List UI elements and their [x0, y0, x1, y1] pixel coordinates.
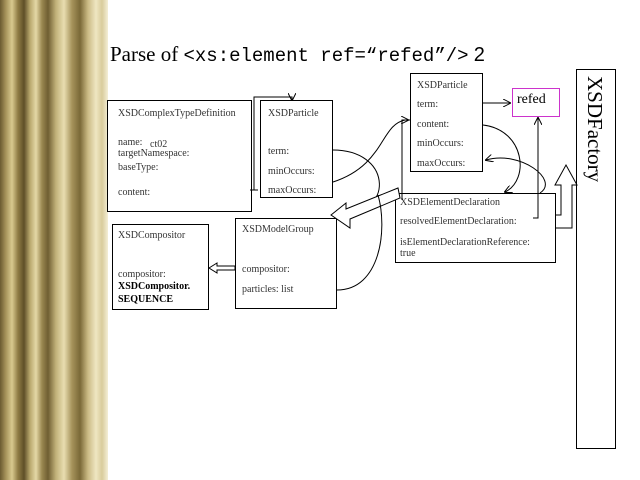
- title-number: 2: [473, 44, 485, 66]
- particle2-header: XSDParticle: [417, 80, 468, 91]
- arrow-particles-list: [336, 194, 383, 291]
- arrow-to-particle2-top: [402, 120, 408, 200]
- title-code: <xs:element ref=“refed”/>: [183, 45, 469, 67]
- element-declaration-is-reference-value: true: [400, 248, 416, 259]
- particle1-max-occurs: maxOccurs:: [268, 185, 317, 196]
- compositor-value-class: XSDCompositor.: [118, 281, 191, 292]
- refed-label-box: refed: [512, 88, 560, 117]
- compositor-box: XSDCompositor compositor: XSDCompositor.…: [112, 224, 209, 310]
- arrow-content-to-particle: [252, 97, 292, 191]
- complex-type-header: XSDComplexTypeDefinition: [118, 108, 236, 119]
- particle1-header: XSDParticle: [268, 108, 319, 119]
- complex-type-base-type: baseType:: [118, 162, 159, 173]
- xsd-factory-panel: XSDFactory: [576, 69, 616, 449]
- particle2-min-occurs: minOccurs:: [417, 138, 464, 149]
- slide-title: Parse of <xs:element ref=“refed”/> 2: [110, 42, 485, 67]
- hollow-arrow-from-factory: [554, 163, 578, 229]
- arrow-element-declaration-to-particle2: [486, 158, 546, 194]
- element-declaration-box: XSDElementDeclaration resolvedElementDec…: [395, 193, 556, 263]
- model-group-particles: particles: list: [242, 284, 294, 295]
- compositor-header: XSDCompositor: [118, 230, 186, 241]
- complex-type-name-value: ct02: [150, 139, 168, 150]
- element-declaration-header: XSDElementDeclaration: [400, 197, 500, 208]
- particle2-term: term:: [417, 99, 439, 110]
- particle1-min-occurs: minOccurs:: [268, 166, 315, 177]
- title-prefix: Parse of: [110, 42, 184, 66]
- compositor-label: compositor:: [118, 269, 166, 280]
- arrow-content-to-element-declaration: [482, 124, 521, 192]
- compositor-value-sequence: SEQUENCE: [118, 294, 174, 305]
- element-declaration-resolved: resolvedElementDeclaration:: [400, 216, 517, 227]
- particle2-content: content:: [417, 119, 450, 130]
- hollow-arrow-compositor: [208, 262, 236, 274]
- model-group-box: XSDModelGroup compositor: particles: lis…: [235, 218, 337, 309]
- decorative-side-panel: [0, 0, 108, 480]
- particle1-term: term:: [268, 146, 290, 157]
- complex-type-name-label: name:: [118, 137, 143, 148]
- model-group-header: XSDModelGroup: [242, 224, 314, 235]
- hollow-arrow-model-group: [330, 187, 401, 229]
- model-group-compositor: compositor:: [242, 264, 290, 275]
- arrow-resolved-to-refed: [533, 118, 538, 219]
- particle-box-2: XSDParticle term: content: minOccurs: ma…: [410, 73, 483, 172]
- particle-box-1: XSDParticle term: minOccurs: maxOccurs:: [260, 100, 333, 198]
- complex-type-box: XSDComplexTypeDefinition name: ct02 targ…: [107, 100, 252, 212]
- particle2-max-occurs: maxOccurs:: [417, 158, 466, 169]
- complex-type-target-namespace: targetNamespace:: [118, 148, 190, 159]
- complex-type-content: content:: [118, 187, 151, 198]
- element-declaration-is-reference: isElementDeclarationReference:: [400, 237, 530, 248]
